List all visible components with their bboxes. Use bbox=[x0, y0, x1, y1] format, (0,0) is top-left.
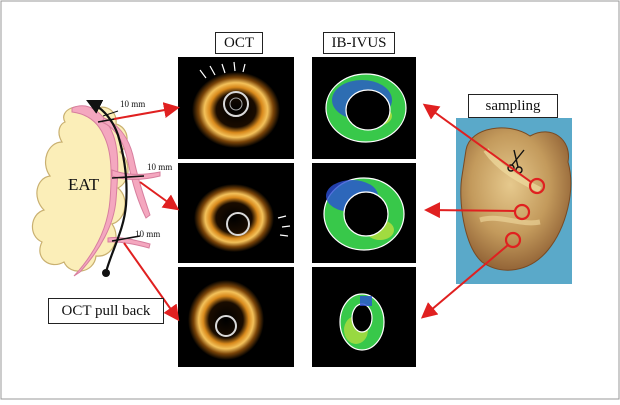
distance-label-2: 10 mm bbox=[147, 162, 173, 172]
artery-to-oct-arrows bbox=[113, 102, 180, 322]
oct-panel-3 bbox=[178, 267, 294, 367]
oct-label: OCT bbox=[215, 32, 263, 54]
oct-catheter bbox=[86, 100, 145, 277]
ib-ivus-label: IB-IVUS bbox=[323, 32, 395, 54]
oct-pull-back-label: OCT pull back bbox=[48, 298, 164, 324]
oct-panel-2 bbox=[178, 163, 294, 263]
oct-panel-1 bbox=[178, 57, 294, 159]
distance-label-1: 10 mm bbox=[120, 99, 146, 109]
heart-to-ivus-arrows bbox=[420, 103, 532, 319]
distance-label-3: 10 mm bbox=[135, 229, 161, 239]
ivus-panel-3 bbox=[312, 267, 416, 367]
heart-specimen-photo bbox=[456, 118, 572, 284]
sampling-label: sampling bbox=[468, 94, 558, 118]
ivus-panel-2 bbox=[312, 163, 416, 263]
ivus-panel-1 bbox=[312, 57, 416, 159]
eat-label: EAT bbox=[68, 175, 100, 194]
